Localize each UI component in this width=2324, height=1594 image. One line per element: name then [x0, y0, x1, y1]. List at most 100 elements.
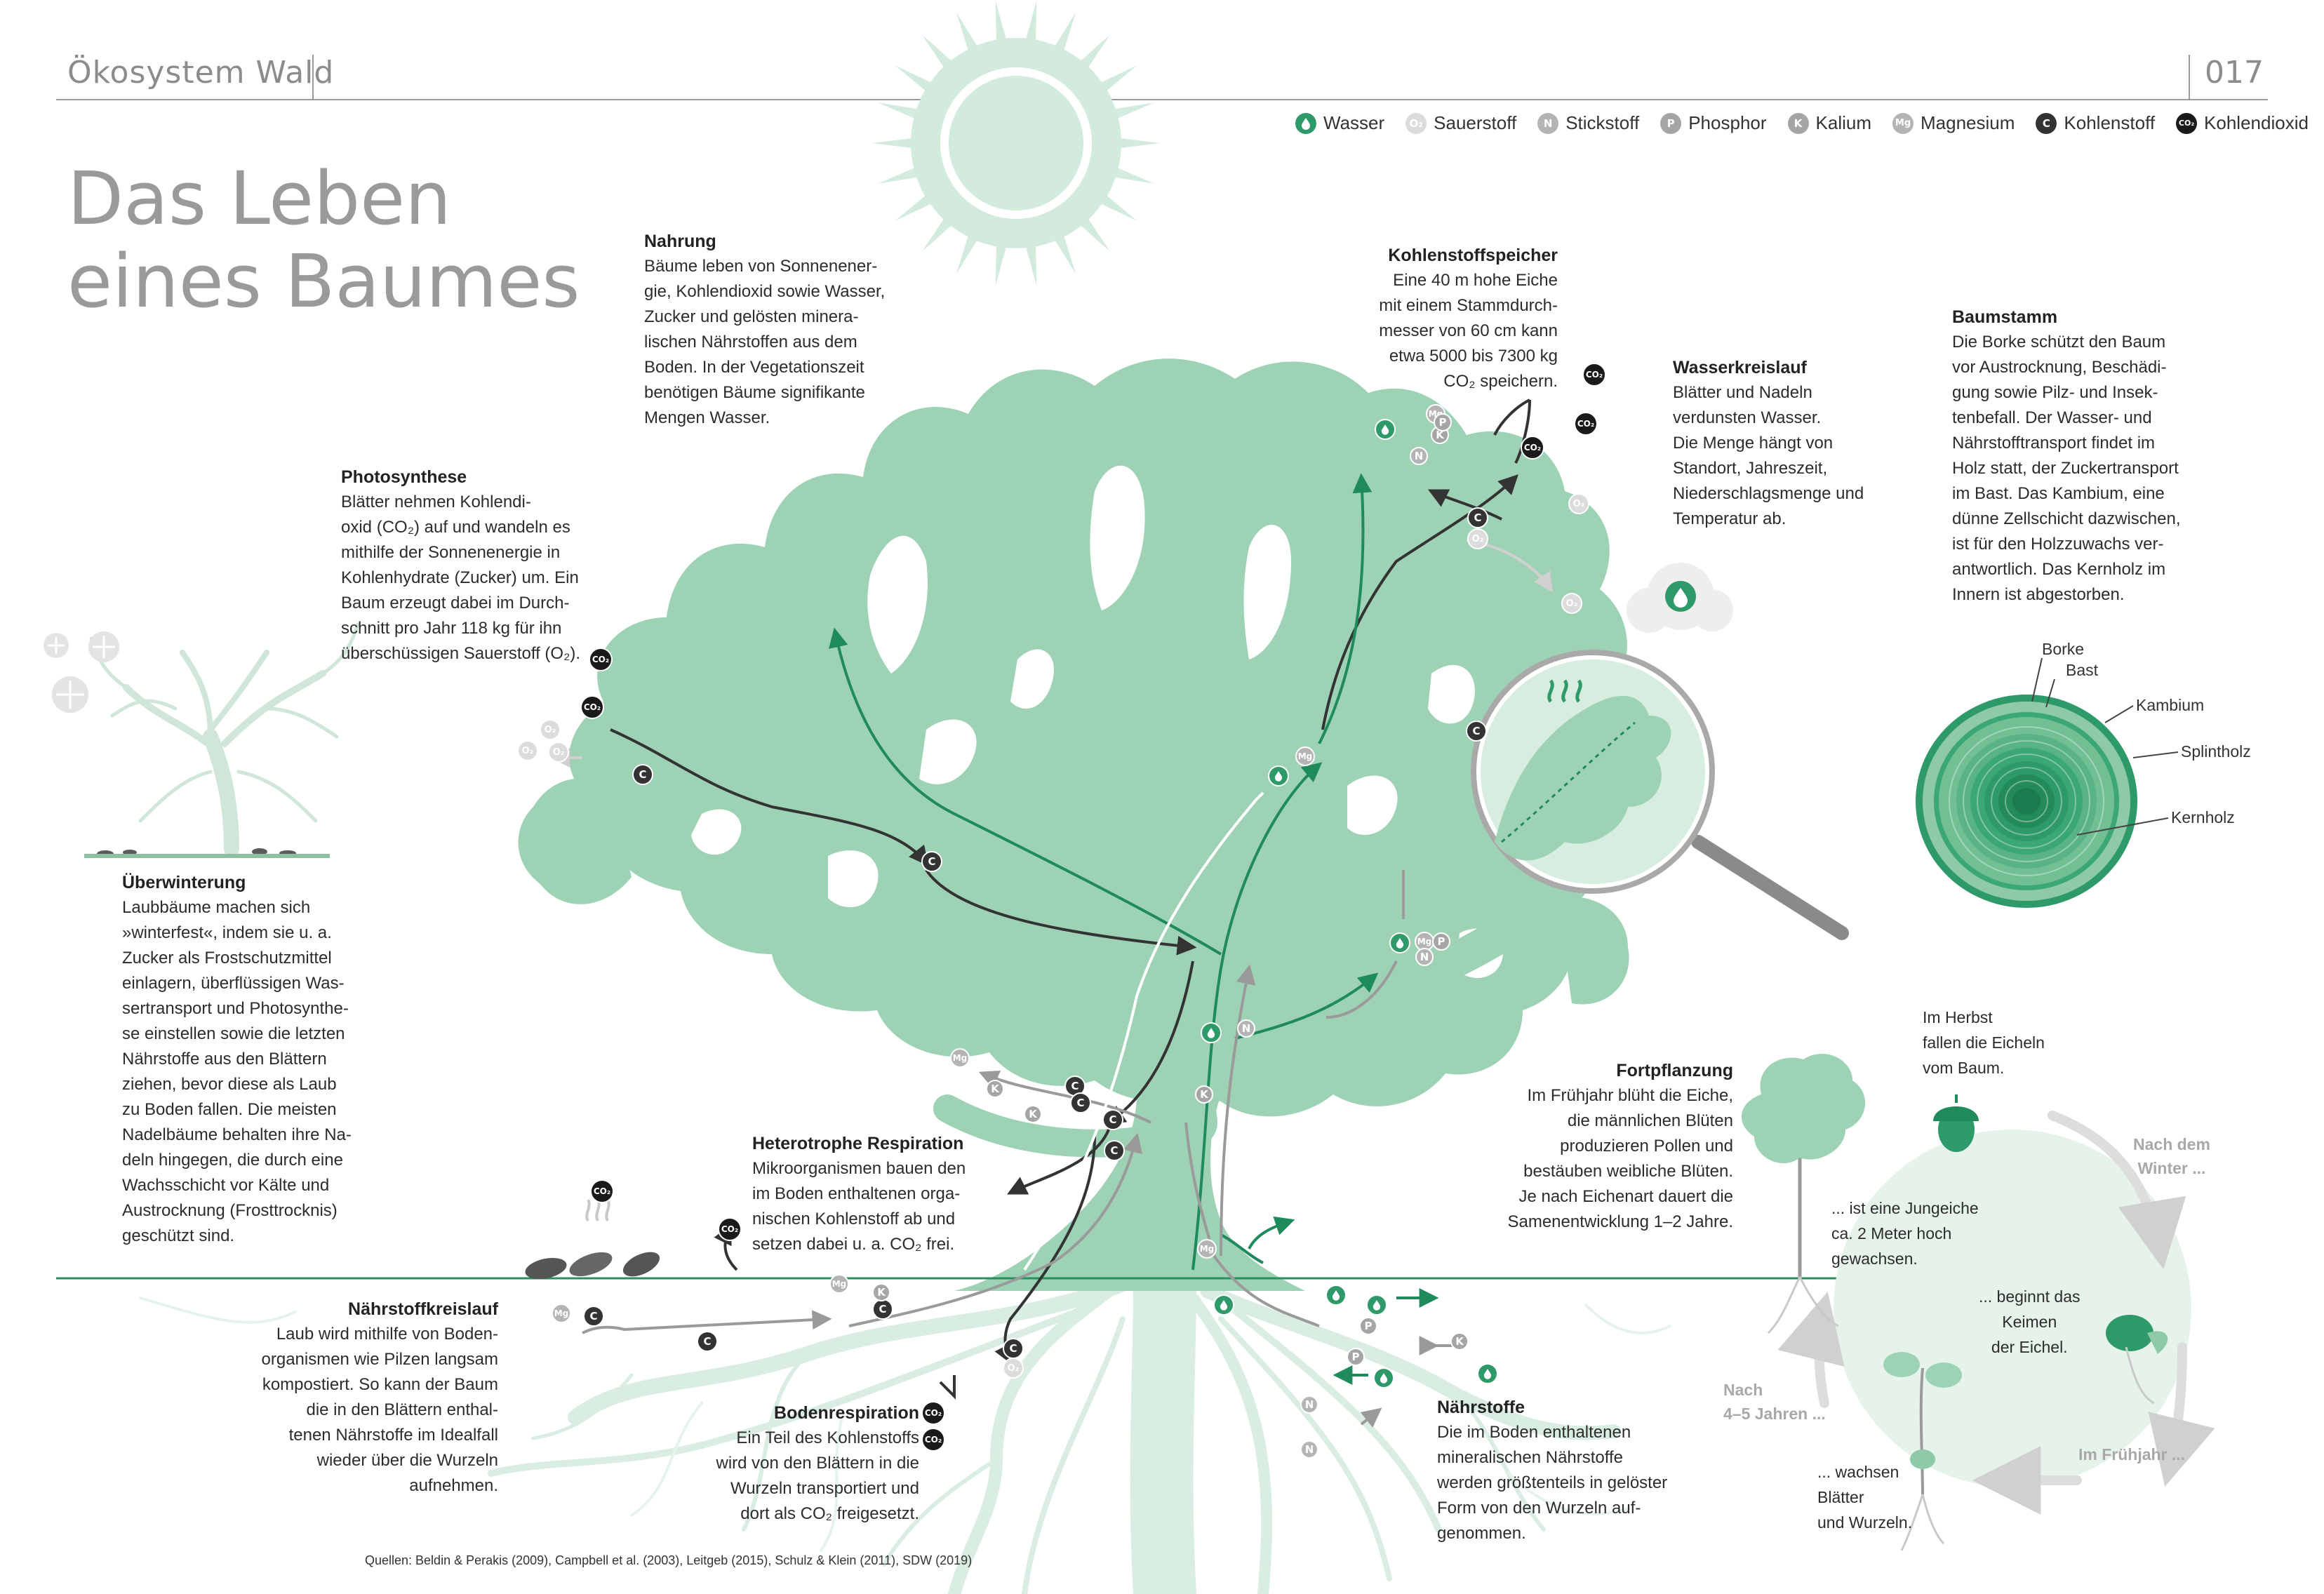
cross-section-leaders	[2031, 657, 2179, 836]
legend: Wasser O₂ Sauerstoff N Stickstoff P Phos…	[1295, 112, 2324, 134]
potassium-icon: K	[1787, 112, 1809, 134]
page-title-line1: Das Leben	[67, 156, 452, 241]
acorn-cycle-diagram	[1741, 1053, 2215, 1551]
oxygen-marker-icon: O₂	[517, 740, 538, 761]
magnesium-marker-icon: Mg	[1197, 1239, 1217, 1259]
water-drop-marker-icon	[1268, 765, 1289, 786]
sun-ray	[1065, 34, 1111, 85]
water-vapor-cloud	[1627, 563, 1733, 633]
block-title: Wasserkreislauf	[1673, 358, 1807, 377]
water-drop-marker-icon	[1477, 1363, 1498, 1384]
trunk-cross-section	[1916, 695, 2137, 908]
block-text: Mikroorganismen bauen den im Boden entha…	[752, 1159, 966, 1254]
carbon-marker-icon: C	[1104, 1140, 1125, 1161]
block-text: Laubbäume machen sich »winterfest«, inde…	[122, 898, 352, 1245]
block-text: Blätter nehmen Kohlendi- oxid (CO₂) auf …	[341, 493, 581, 663]
sun-ray	[921, 34, 967, 85]
water-drop-marker-icon	[1213, 1294, 1234, 1315]
oxygen-marker-icon: O₂	[1003, 1358, 1024, 1379]
cycle-jungeiche: ... ist eine Jungeiche ca. 2 Meter hoch …	[1831, 1199, 1979, 1268]
legend-item-wasser: Wasser	[1295, 112, 1384, 134]
page-title-line2: eines Baumes	[67, 239, 580, 324]
carbon-marker-icon: C	[872, 1299, 893, 1320]
potassium-marker-icon: K	[1450, 1332, 1469, 1351]
co2-marker-icon: CO₂	[718, 1217, 742, 1241]
magnesium-marker-icon: Mg	[1295, 746, 1315, 766]
flow-arrows	[550, 398, 1554, 1428]
block-title: Photosynthese	[341, 467, 467, 487]
block-text: Laub wird mithilfe von Boden- organismen…	[261, 1325, 499, 1495]
block-bodenrespiration: Bodenrespiration Ein Teil des Kohlenstof…	[660, 1400, 920, 1527]
block-title: Nährstoffe	[1437, 1398, 1525, 1417]
carbon-marker-icon: C	[1467, 507, 1488, 528]
sun-ray	[1082, 65, 1137, 105]
co2-marker-icon: CO₂	[1574, 412, 1598, 436]
sources-note: Quellen: Beldin & Perakis (2009), Campbe…	[365, 1553, 973, 1567]
block-text: Bäume leben von Sonnenener- gie, Kohlend…	[644, 257, 886, 427]
magnesium-marker-icon: Mg	[552, 1304, 571, 1323]
block-title: Nahrung	[644, 232, 716, 251]
phosphorus-icon: P	[1660, 112, 1682, 134]
oxygen-marker-icon: O₂	[1568, 493, 1589, 514]
block-text: Eine 40 m hohe Eiche mit einem Stammdurc…	[1379, 271, 1558, 391]
co2-marker-icon: CO₂	[590, 1179, 614, 1203]
water-drop-marker-icon	[1375, 419, 1396, 440]
phosphorus-marker-icon: P	[1359, 1317, 1377, 1335]
potassium-marker-icon: K	[986, 1080, 1004, 1098]
block-baumstamm: Baumstamm Die Borke schützt den Baum vor…	[1952, 304, 2247, 608]
cycle-wachsen: ... wachsen Blätter und Wurzeln.	[1817, 1463, 1913, 1532]
sun-ray	[1100, 135, 1160, 151]
sun-ray	[1043, 12, 1076, 70]
water-drop-marker-icon	[1366, 1294, 1387, 1315]
magnesium-icon: Mg	[1892, 112, 1914, 134]
nitrogen-marker-icon: N	[1300, 1440, 1318, 1459]
label-borke: Borke	[2042, 640, 2085, 658]
block-nahrung: Nahrung Bäume leben von Sonnenener- gie,…	[644, 229, 953, 431]
cycle-keimen: ... beginnt das Keimen der Eichel.	[1979, 1287, 2081, 1356]
sun-ray	[1094, 102, 1154, 127]
oxygen-marker-icon: O₂	[548, 742, 569, 763]
label-bast: Bast	[2066, 661, 2099, 679]
water-drop-marker-icon	[1201, 1022, 1222, 1043]
legend-item-stickstoff: N Stickstoff	[1537, 112, 1639, 134]
carbon-marker-icon: C	[583, 1306, 604, 1327]
sun-ray	[1043, 216, 1076, 274]
block-text: Die Borke schützt den Baum vor Austrockn…	[1952, 333, 2181, 604]
co2-marker-icon: CO₂	[921, 1428, 945, 1452]
sun-ray	[995, 1, 1012, 62]
legend-item-sauerstoff: O₂ Sauerstoff	[1405, 112, 1516, 134]
water-drop-marker-icon	[1373, 1367, 1394, 1388]
cycle-nach-dem-winter: Nach dem Winter ...	[2133, 1135, 2210, 1177]
magnesium-marker-icon: Mg	[950, 1048, 970, 1068]
carbon-marker-icon: C	[1003, 1338, 1024, 1359]
crown-gaps	[691, 465, 1503, 978]
carbon-marker-icon: C	[1102, 1109, 1123, 1130]
phosphorus-marker-icon: P	[1347, 1348, 1365, 1366]
nitrogen-marker-icon: N	[1300, 1395, 1318, 1414]
block-title: Heterotrophe Respiration	[752, 1134, 964, 1153]
sun-ray	[1020, 225, 1037, 286]
sun-ray	[1065, 201, 1111, 252]
compost-leaves	[525, 1252, 660, 1280]
phosphorus-marker-icon: P	[1434, 413, 1452, 431]
block-title: Fortpflanzung	[1616, 1061, 1733, 1080]
carbon-marker-icon: C	[697, 1331, 718, 1352]
label-splintholz: Splintholz	[2181, 742, 2251, 761]
block-fortpflanzung: Fortpflanzung Im Frühjahr blüht die Eich…	[1460, 1058, 1733, 1235]
water-drop-marker-icon	[1325, 1285, 1347, 1306]
block-wasserkreislauf: Wasserkreislauf Blätter und Nadeln verdu…	[1673, 355, 1939, 532]
block-heterotrophe-respiration: Heterotrophe Respiration Mikroorganismen…	[752, 1131, 1047, 1257]
drop-icon	[1295, 112, 1316, 134]
nitrogen-marker-icon: N	[1415, 948, 1434, 966]
tree-trunk	[954, 1094, 1305, 1291]
sun-ray	[872, 135, 933, 151]
oxygen-marker-icon: O₂	[540, 719, 561, 740]
oxygen-marker-icon: O₂	[1467, 528, 1488, 549]
nitrogen-marker-icon: N	[1410, 447, 1428, 465]
legend-item-kohlendioxid: CO₂ Kohlendioxid	[2176, 112, 2309, 134]
co2-icon: CO₂	[2176, 112, 2198, 134]
block-ueberwinterung: Überwinterung Laubbäume machen sich »win…	[122, 870, 389, 1249]
legend-item-kohlenstoff: C Kohlenstoff	[2036, 112, 2155, 134]
legend-item-kalium: K Kalium	[1787, 112, 1871, 134]
